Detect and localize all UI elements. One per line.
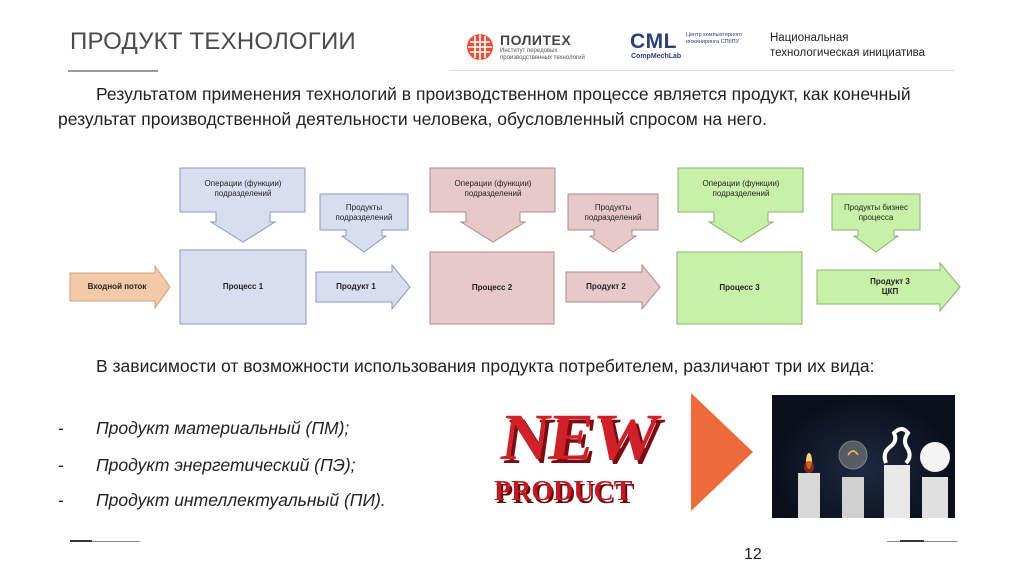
ops2-arrow [429, 167, 556, 243]
process3-shape [676, 251, 803, 325]
ops3-arrow [677, 167, 804, 243]
nti-label: Национальная технологическая инициатива [770, 31, 970, 61]
product3-line1: Продукт 3 [870, 277, 910, 286]
new-product-image: NEW NEW PRODUCT PRODUCT [494, 401, 668, 510]
product3-label: Продукт 3 ЦКП [842, 272, 938, 302]
title-underline [68, 70, 158, 72]
intro-paragraph: Результатом применения технологий в прои… [58, 84, 911, 129]
process1-label: Процесс 1 [222, 282, 264, 291]
cml-subtitle: CompMechLab [631, 53, 682, 60]
process2-label: Процесс 2 [471, 283, 513, 292]
ops1-arrow [179, 167, 306, 243]
product-word-shadow: PRODUCT [496, 479, 635, 510]
list-text: Продукт интеллектуальный (ПИ). [96, 490, 386, 510]
process-diagram: Входной поток Операции (функции) подразд… [60, 162, 965, 332]
product3-line2: ЦКП [881, 287, 899, 296]
product2-label: Продукт 2 [586, 282, 626, 291]
footer-accent-left [70, 540, 92, 542]
politeh-logo: ПОЛИТЕХ Институт передовых производствен… [466, 31, 606, 65]
prod-div2-arrow [567, 193, 659, 253]
politeh-name: ПОЛИТЕХ [500, 32, 572, 48]
types-intro-paragraph: В зависимости от возможности использован… [96, 356, 875, 376]
prod-div2-label: Продукты подразделений [584, 203, 642, 222]
cfl-base [884, 465, 910, 518]
candle-base [798, 473, 820, 518]
led-base [922, 477, 948, 518]
prod-div1-arrow [319, 193, 409, 253]
product1-label: Продукт 1 [336, 282, 376, 291]
incandescent-base [842, 477, 864, 518]
nti-line-2: технологическая инициатива [770, 47, 926, 59]
cml-logo: CML Центр компьютерного инжиниринга СПбП… [630, 30, 755, 66]
cml-name: CML [630, 30, 677, 53]
list-dash: - [58, 418, 64, 438]
footer-rule-left [70, 541, 140, 542]
ops3-label: Операции (функции) подразделений [702, 179, 780, 198]
new-word-shadow: NEW [500, 405, 668, 478]
list-text: Продукт материальный (ПМ); [96, 418, 350, 438]
process1-shape [179, 249, 307, 325]
light-bulbs-image [772, 395, 955, 518]
header-divider [450, 70, 955, 71]
input-label: Входной поток [87, 282, 147, 291]
prod-business-label: Продукты бизнес процесса [844, 203, 908, 222]
diagram-shapes [69, 167, 961, 325]
big-right-arrow-icon [691, 393, 753, 511]
product1-arrow [315, 263, 411, 311]
politeh-subtitle: Институт передовых производственных техн… [500, 48, 585, 61]
list-dash: - [58, 455, 64, 475]
footer-accent-right [900, 540, 924, 542]
ops1-label: Операции (функции) подразделений [204, 179, 282, 198]
list-text: Продукт энергетический (ПЭ); [96, 455, 356, 475]
page-title: ПРОДУКТ ТЕХНОЛОГИИ [70, 28, 356, 55]
prod-div1-label: Продукты подразделений [335, 203, 393, 222]
process3-label: Процесс 3 [719, 283, 760, 292]
bulbs-drawing [798, 427, 950, 518]
nti-line-1: Национальная [770, 32, 849, 44]
product3-arrow [816, 261, 961, 313]
ops2-label: Операции (функции) подразделений [454, 179, 532, 198]
cml-side-text: Центр компьютерного инжиниринга СПбПУ [686, 32, 743, 45]
politeh-globe-icon [467, 34, 493, 60]
page-number: 12 [744, 546, 762, 563]
input-arrow [69, 264, 171, 310]
list-dash: - [58, 490, 64, 510]
product2-arrow [565, 263, 661, 311]
prod-business-arrow [831, 193, 921, 253]
new-word: NEW [497, 401, 665, 474]
process2-shape [429, 251, 555, 325]
product-word: PRODUCT [494, 476, 633, 507]
